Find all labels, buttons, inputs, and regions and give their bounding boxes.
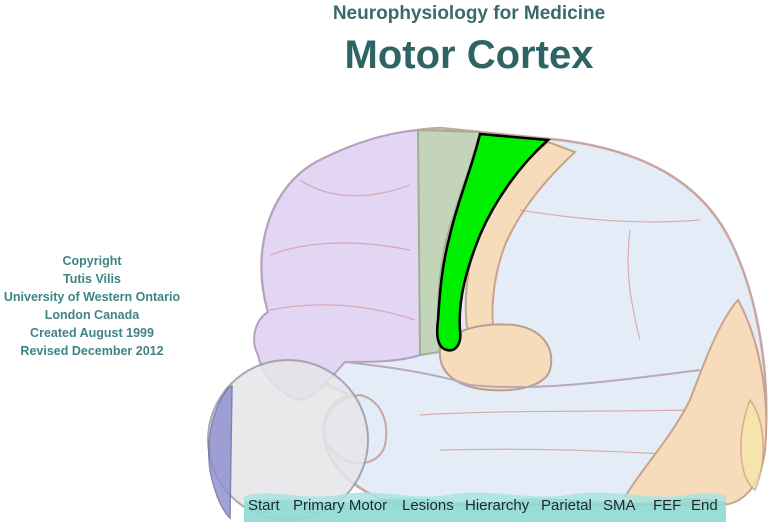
frontal-lobe[interactable] <box>253 128 421 402</box>
copyright-block: Copyright Tutis Vilis University of West… <box>0 252 184 360</box>
nav-fef-link[interactable]: FEF <box>653 496 682 514</box>
temporal-sulcus <box>439 448 681 456</box>
nav-parietal-link[interactable]: Parietal <box>541 496 592 514</box>
temporal-sulcus <box>419 409 691 416</box>
revised-date-line: Revised December 2012 <box>20 344 164 358</box>
nav-wave-background <box>244 492 726 522</box>
nav-hierarchy-link[interactable]: Hierarchy <box>465 496 530 514</box>
opercular-region[interactable] <box>438 323 553 392</box>
nav-lesions-link[interactable]: Lesions <box>402 496 454 514</box>
page-title: Motor Cortex <box>344 33 594 77</box>
location-line: London Canada <box>44 308 140 322</box>
subtitle: Neurophysiology for Medicine <box>332 3 606 24</box>
institution-line: University of Western Ontario <box>3 290 181 304</box>
sylvian-fissure <box>344 361 701 389</box>
frontal-sulcus <box>299 179 411 197</box>
nav-bar: Start Primary Motor Lesions Hierarchy Pa… <box>244 488 726 522</box>
parietal-sulcus <box>519 209 701 223</box>
nav-start-link[interactable]: Start <box>248 496 280 514</box>
nav-sma-link[interactable]: SMA <box>603 496 636 514</box>
author-line: Tutis Vilis <box>63 272 121 286</box>
created-date-line: Created August 1999 <box>30 326 154 340</box>
frontal-sulcus <box>269 242 411 256</box>
nav-primary-motor-link[interactable]: Primary Motor <box>293 496 388 514</box>
parietal-sulcus <box>627 229 641 341</box>
primary-motor-cortex[interactable] <box>435 132 551 352</box>
nav-end-link[interactable]: End <box>691 496 718 514</box>
iris <box>208 384 233 520</box>
frontal-sulcus <box>269 304 416 321</box>
copyright-line: Copyright <box>62 254 122 268</box>
occipital-pole <box>740 398 764 492</box>
